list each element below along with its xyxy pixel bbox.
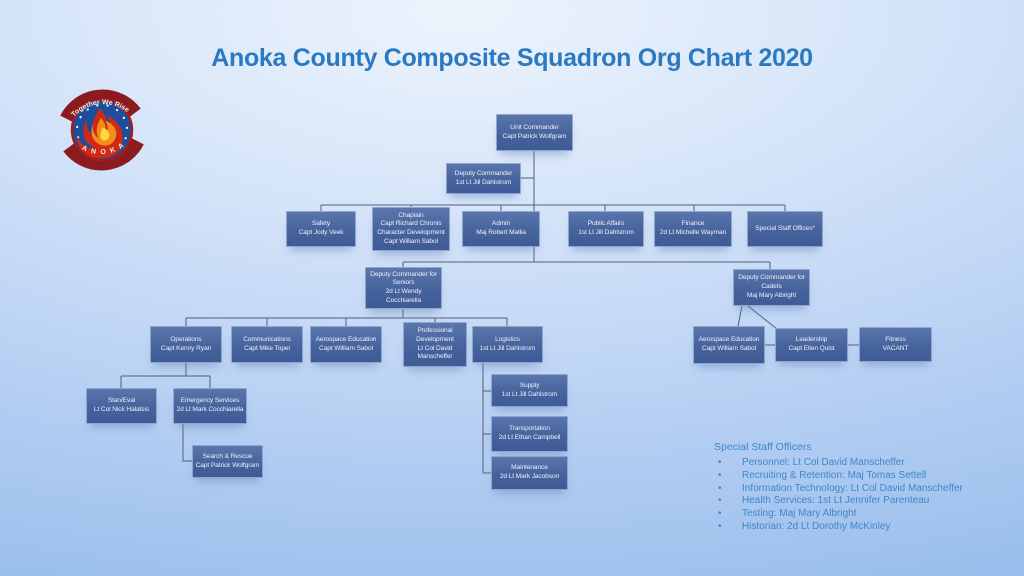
logo-bottom-banner	[63, 137, 144, 171]
logo-top-banner	[60, 89, 141, 123]
special-staff-officers-panel: Special Staff Officers Personnel: Lt Col…	[714, 440, 1000, 534]
org-box-communications: Communications Capt Mike Topel	[231, 326, 303, 363]
phoenix-icon	[77, 108, 123, 159]
list-item: Health Services: 1st Lt Jennifer Parente…	[714, 495, 1000, 508]
org-box-transportation: Transportation 2d Lt Ethan Campbell	[491, 416, 568, 452]
org-box-special-staff-offices: Special Staff Offices*	[747, 211, 823, 247]
org-box-unit-commander: Unit Commander Capt Patrick Wolfgram	[496, 114, 573, 151]
org-box-admin: Admin Maj Robert Mallia	[462, 211, 540, 247]
org-box-emergency-services: Emergency Services 2d Lt Mark Cocchiarel…	[173, 388, 247, 424]
page-title: Anoka County Composite Squadron Org Char…	[211, 44, 813, 72]
org-box-chaplain: Chaplain Capt Richard Chronis Character …	[372, 207, 450, 251]
org-box-maintenance: Maintenance 2d Lt Mark Jacobson	[491, 456, 568, 490]
list-item: Recruiting & Retention: Maj Tomas Settel…	[714, 470, 1000, 483]
org-box-aerospace-education-seniors: Aerospace Education Capt William Sabol	[310, 326, 382, 363]
list-item: Information Technology: Lt Col David Man…	[714, 483, 1000, 496]
org-box-operations: Operations Capt Kenny Ryan	[150, 326, 222, 363]
org-box-professional-development: Professional Development Lt Col David Ma…	[403, 322, 467, 367]
org-box-deputy-commander-seniors: Deputy Commander for Seniors 2d Lt Wendy…	[365, 267, 442, 309]
org-box-aerospace-education-cadets: Aerospace Education Capt William Sabol	[693, 326, 765, 364]
list-item: Personnel: Lt Col David Manscheffer	[714, 457, 1000, 470]
org-box-search-rescue: Search & Rescue Capt Patrick Wolfgram	[192, 445, 263, 478]
org-box-fitness: Fitness VACANT	[859, 327, 932, 362]
org-box-supply: Supply 1st Lt Jill Dahlstrom	[491, 374, 568, 407]
list-item: Testing: Maj Mary Albright	[714, 508, 1000, 521]
org-box-deputy-commander: Deputy Commander 1st Lt Jill Dahlstrom	[446, 163, 521, 194]
list-item: Historian: 2d Lt Dorothy McKinley	[714, 521, 1000, 534]
org-box-finance: Finance 2d Lt Michelle Wayman	[654, 211, 732, 247]
org-box-safety: Safety Capt Jody Veek	[286, 211, 356, 247]
logo-star-ring	[75, 103, 129, 157]
org-box-public-affairs: Public Affairs 1st Lt Jill Dahlstrom	[568, 211, 644, 247]
special-staff-list: Personnel: Lt Col David Manscheffer Recr…	[714, 457, 1000, 534]
special-staff-heading: Special Staff Officers	[714, 441, 812, 453]
org-box-stan-eval: Stan/Eval Lt Col Nick Halatsis	[86, 388, 157, 424]
org-box-logistics: Logistics 1st Lt Jill Dahlstrom	[472, 326, 543, 363]
squadron-logo: Together We Rise A N O K A	[60, 89, 144, 171]
org-box-leadership: Leadership Capt Ellen Quist	[775, 328, 848, 362]
org-box-deputy-commander-cadets: Deputy Commander for Cadets Maj Mary Alb…	[733, 269, 810, 306]
